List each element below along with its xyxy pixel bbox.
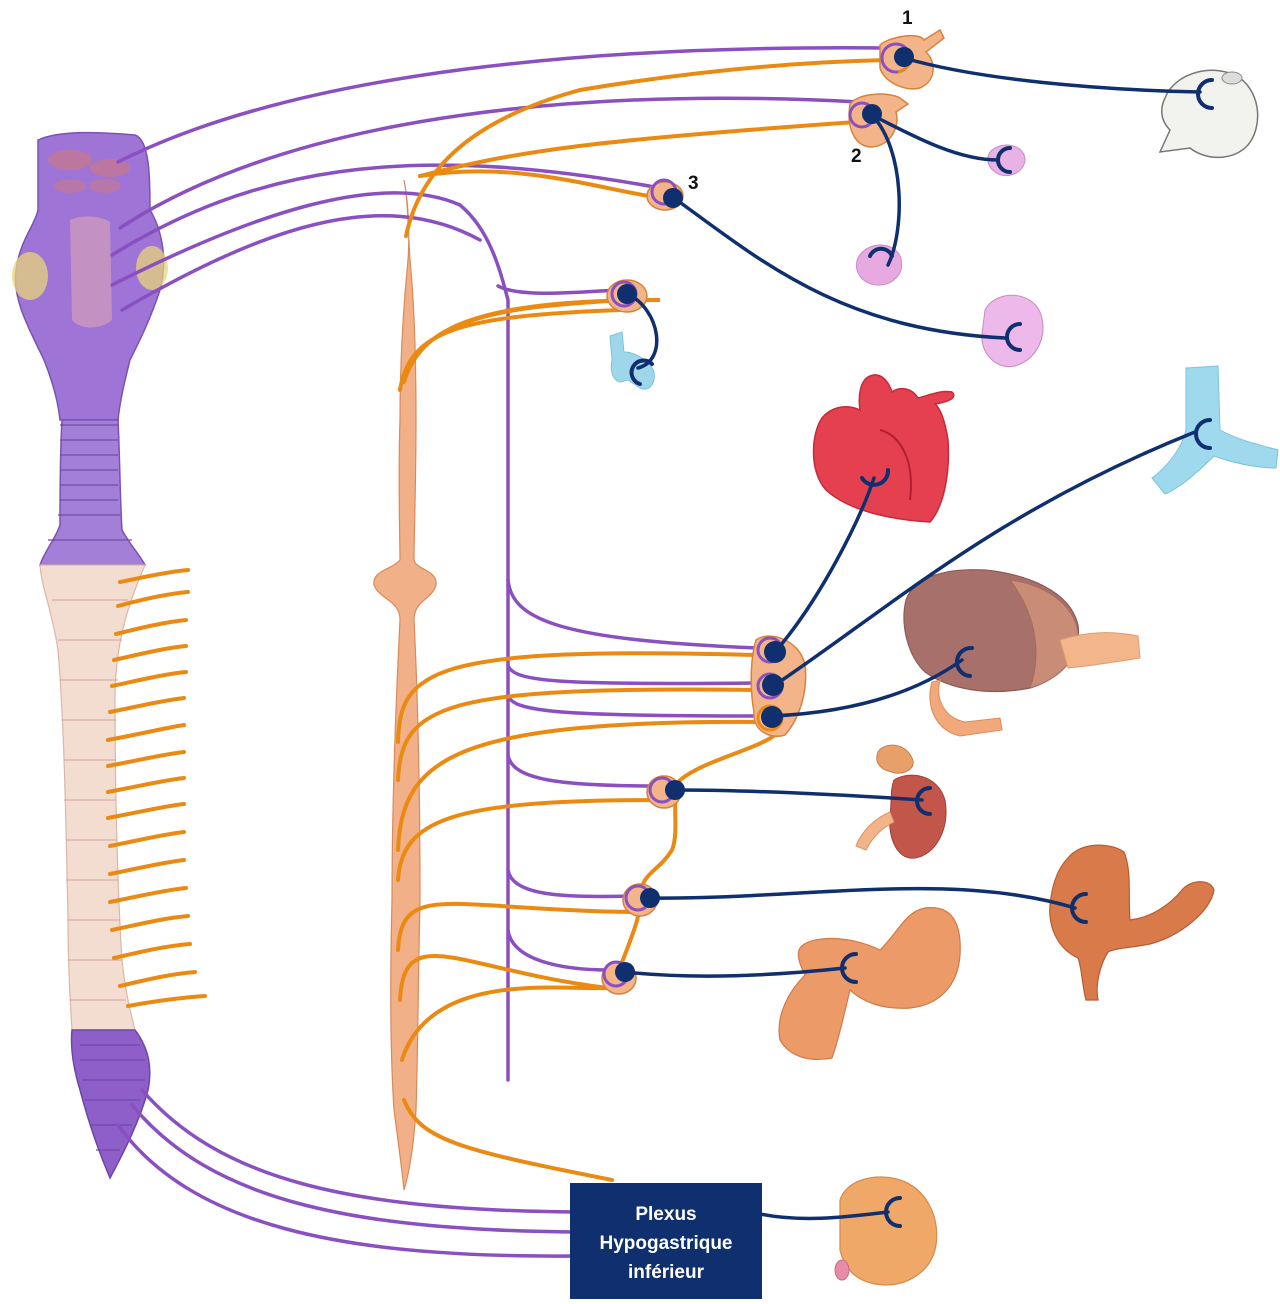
bladder-organ	[835, 1177, 937, 1285]
plexus-label-line3: inférieur	[628, 1262, 705, 1283]
central-nervous-system	[12, 133, 168, 1178]
cervical-spinal-cord	[40, 420, 145, 565]
organs	[610, 70, 1278, 1285]
sacral-spinal-cord	[71, 1030, 149, 1178]
eye-organ	[1160, 70, 1258, 157]
liver-stomach-organ	[904, 570, 1140, 736]
large-intestine-organ	[1050, 845, 1214, 1000]
trachea-bronchi-organ	[1152, 366, 1278, 494]
inferior-hypogastric-plexus: Plexus Hypogastrique inférieur	[570, 1183, 762, 1299]
heart-organ	[814, 375, 954, 522]
ganglion-label-2: 2	[851, 146, 862, 167]
parotid-gland-organ	[982, 295, 1043, 366]
small-intestine-organ	[779, 908, 960, 1060]
sympathetic-fibers	[108, 60, 886, 1180]
ganglion-label-3: 3	[688, 173, 699, 194]
plexus-label-line1: Plexus	[635, 1204, 696, 1225]
sympathetic-trunk	[374, 180, 436, 1190]
plexus-label-line2: Hypogastrique	[599, 1233, 732, 1254]
kidney-organ	[856, 745, 946, 858]
ganglion-label-1: 1	[902, 8, 913, 29]
